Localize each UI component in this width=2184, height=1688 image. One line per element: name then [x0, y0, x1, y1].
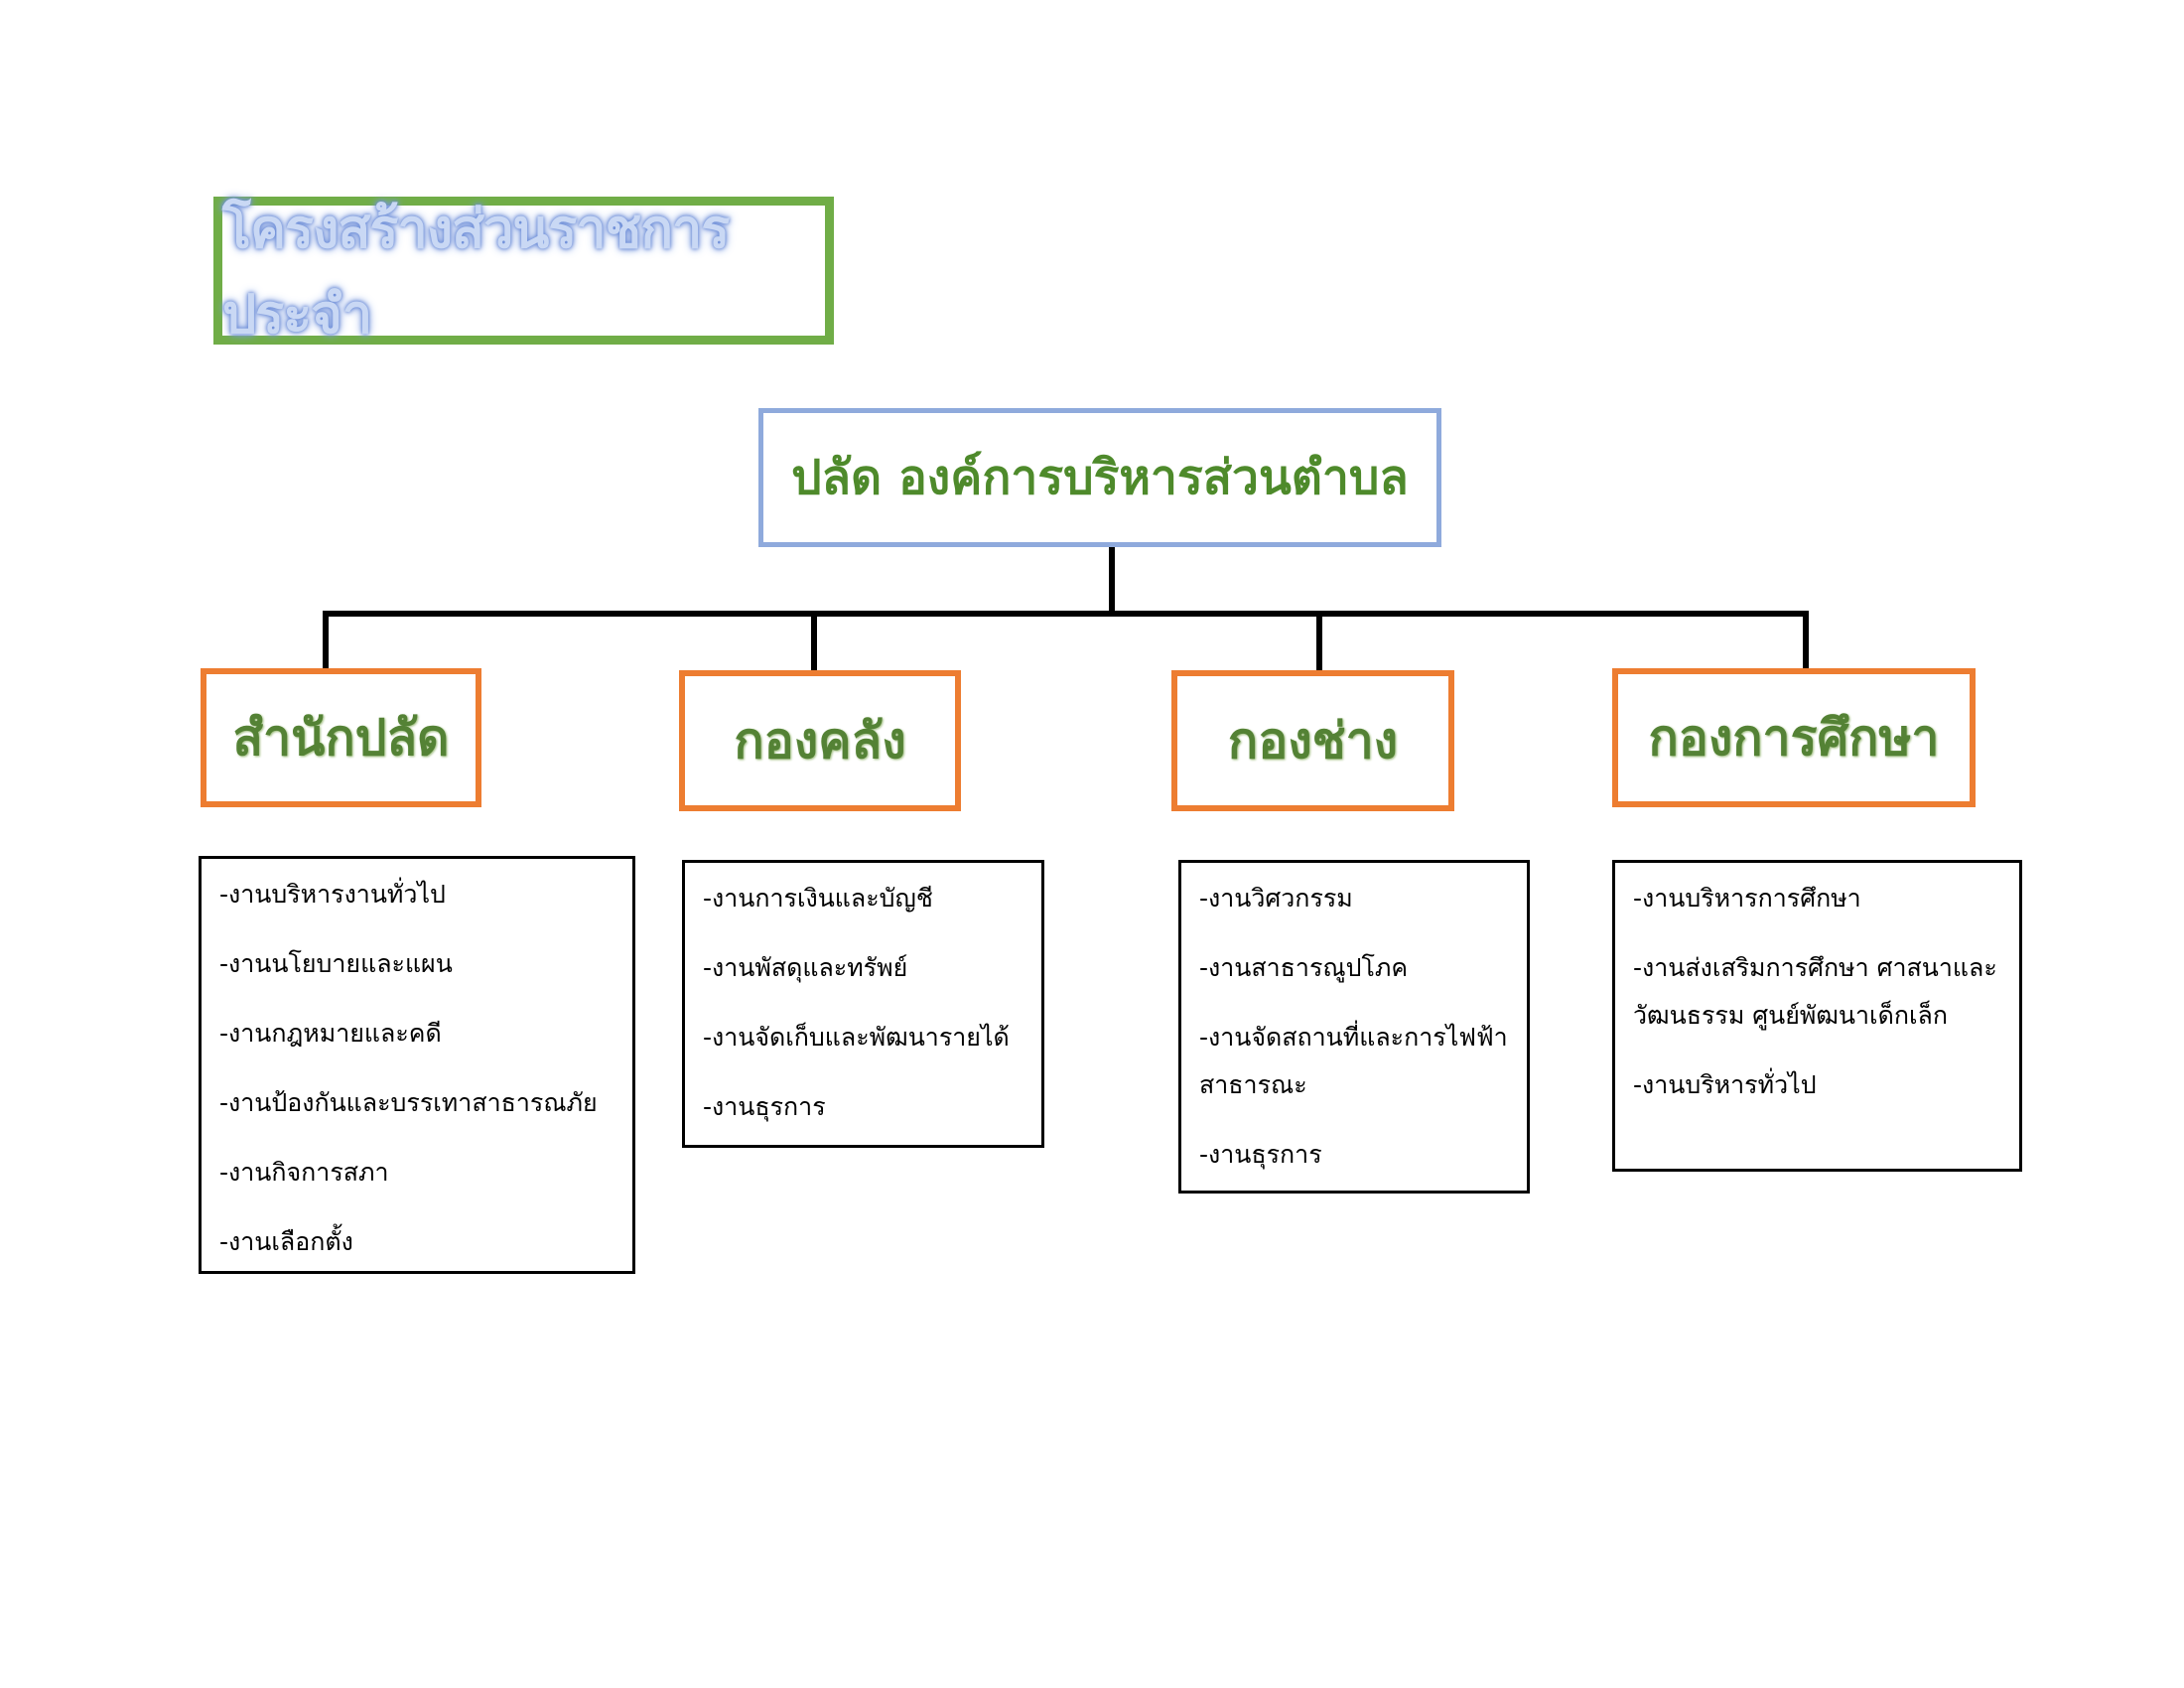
task-item: -งานเลือกตั้ง	[219, 1227, 353, 1256]
task-item: -งานบริหารการศึกษา	[1633, 884, 1861, 913]
head-node-label: ปลัด องค์การบริหารส่วนตำบล	[791, 450, 1409, 505]
task-item: -งานบริหารงานทั่วไป	[219, 880, 446, 909]
connector-dept-3	[1316, 611, 1322, 672]
task-item: -งานพัสดุและทรัพย์	[703, 953, 908, 982]
connector-dept-4	[1803, 611, 1809, 672]
department-node: สำนักปลัด	[201, 668, 481, 807]
task-item: -งานธุรการ	[703, 1092, 826, 1121]
department-label: สำนักปลัด	[232, 708, 450, 767]
task-item: -งานส่งเสริมการศึกษา ศาสนาและวัฒนธรรม ศู…	[1633, 953, 1997, 1030]
task-item: -งานวิศวกรรม	[1199, 884, 1353, 913]
task-item: -งานธุรการ	[1199, 1140, 1322, 1169]
task-item: -งานการเงินและบัญชี	[703, 884, 933, 913]
connector-head-vertical	[1109, 547, 1115, 614]
task-item: -งานนโยบายและแผน	[219, 949, 453, 978]
task-list-box: -งานบริหารการศึกษา -งานส่งเสริมการศึกษา …	[1612, 860, 2022, 1172]
department-node: กองการศึกษา	[1612, 668, 1976, 807]
department-node: กองช่าง	[1171, 670, 1454, 811]
connector-dept-1	[323, 611, 329, 672]
chart-title: โครงสร้างส่วนราชการประจำ	[222, 197, 730, 346]
task-item: -งานกิจการสภา	[219, 1158, 389, 1187]
task-item: -งานบริหารทั่วไป	[1633, 1070, 1817, 1099]
task-list-box: -งานวิศวกรรม -งานสาธารณูปโภค -งานจัดสถาน…	[1178, 860, 1530, 1194]
task-item: -งานสาธารณูปโภค	[1199, 953, 1409, 982]
task-item: -งานกฎหมายและคดี	[219, 1019, 442, 1048]
department-label: กองการศึกษา	[1648, 708, 1940, 767]
connector-dept-2	[811, 611, 817, 672]
task-item: -งานป้องกันและบรรเทาสาธารณภัย	[219, 1088, 598, 1117]
head-node: ปลัด องค์การบริหารส่วนตำบล	[758, 408, 1441, 547]
task-item: -งานจัดสถานที่และการไฟฟ้าสาธารณะ	[1199, 1023, 1508, 1099]
department-node: กองคลัง	[679, 670, 961, 811]
task-list-box: -งานบริหารงานทั่วไป -งานนโยบายและแผน -งา…	[199, 856, 635, 1274]
task-item: -งานจัดเก็บและพัฒนารายได้	[703, 1023, 1010, 1052]
department-label: กองช่าง	[1227, 711, 1399, 770]
chart-title-box: โครงสร้างส่วนราชการประจำ	[213, 197, 834, 346]
connector-horizontal-bus	[323, 611, 1809, 617]
department-label: กองคลัง	[734, 711, 906, 770]
task-list-box: -งานการเงินและบัญชี -งานพัสดุและทรัพย์ -…	[682, 860, 1044, 1148]
